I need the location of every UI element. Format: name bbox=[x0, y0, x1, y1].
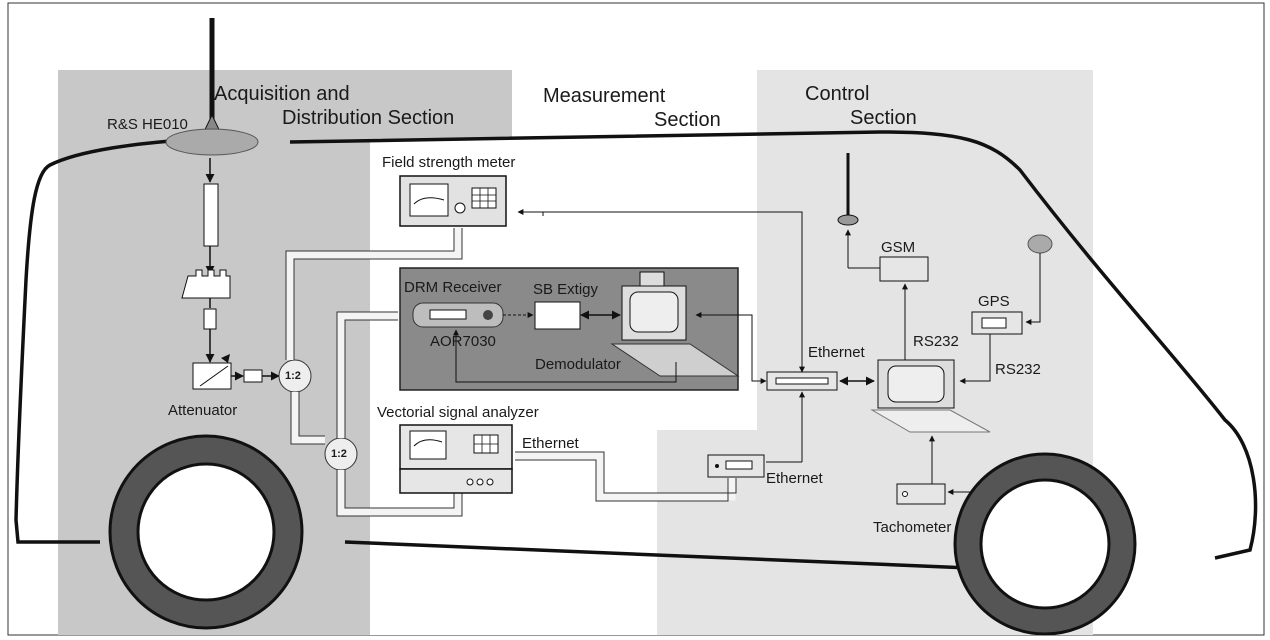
gps-module-icon bbox=[971, 311, 1023, 335]
acquisition-heading-line1: Acquisition and bbox=[214, 83, 350, 105]
drm-receiver-icon bbox=[412, 302, 504, 328]
ethernet-adapter-icon bbox=[707, 454, 765, 478]
attenuator-icon bbox=[192, 362, 232, 390]
ethernet-label-analyzer: Ethernet bbox=[522, 435, 579, 452]
gsm-module-icon bbox=[879, 256, 929, 282]
sb-extigy-icon bbox=[534, 301, 581, 330]
rs232-label-gps: RS232 bbox=[995, 361, 1041, 378]
field-strength-meter-label: Field strength meter bbox=[382, 154, 516, 171]
rs232-label-laptop: RS232 bbox=[913, 333, 959, 350]
drm-receiver-label: DRM Receiver bbox=[404, 279, 502, 296]
measurement-heading-line2: Section bbox=[654, 109, 721, 131]
rf-cables bbox=[286, 226, 736, 516]
filter-icon bbox=[181, 269, 231, 299]
ethernet-label-hub: Ethernet bbox=[808, 344, 865, 361]
attenuator-label: Attenuator bbox=[168, 402, 238, 419]
gps-antenna-icon bbox=[1027, 234, 1053, 254]
gps-label: GPS bbox=[978, 293, 1010, 310]
control-heading-line2: Section bbox=[850, 107, 917, 129]
demodulator-label: Demodulator bbox=[535, 356, 621, 373]
acquisition-heading-line2: Distribution Section bbox=[282, 107, 455, 129]
tachometer-icon bbox=[896, 483, 946, 505]
sb-extigy-label: SB Extigy bbox=[533, 281, 599, 298]
control-laptop-icon bbox=[870, 359, 991, 433]
gsm-antenna-icon bbox=[837, 153, 859, 226]
antenna-label: R&S HE010 bbox=[107, 116, 188, 133]
splitter-1-label: 1:2 bbox=[285, 370, 301, 382]
amplifier-block bbox=[203, 308, 217, 330]
measurement-heading-line1: Measurement bbox=[543, 85, 666, 107]
ethernet-label-adapter: Ethernet bbox=[766, 470, 823, 487]
tachometer-label: Tachometer bbox=[873, 519, 952, 536]
field-strength-meter-icon bbox=[399, 175, 507, 227]
gsm-label: GSM bbox=[881, 239, 916, 256]
control-heading-line1: Control bbox=[805, 83, 870, 105]
laptop-icon bbox=[610, 271, 740, 377]
van-outline bbox=[14, 130, 1258, 572]
cable-block bbox=[203, 183, 219, 247]
aor-label: AOR7030 bbox=[430, 333, 496, 350]
splitter-2-label: 1:2 bbox=[331, 448, 347, 460]
front-wheel bbox=[953, 452, 1137, 636]
rf-cable-outlines bbox=[285, 228, 737, 517]
rear-wheel bbox=[108, 434, 304, 630]
antenna-icon bbox=[165, 18, 259, 156]
ethernet-hub-icon bbox=[766, 371, 838, 391]
vectorial-signal-analyzer-label: Vectorial signal analyzer bbox=[377, 404, 539, 421]
vectorial-signal-analyzer-icon bbox=[399, 424, 513, 494]
